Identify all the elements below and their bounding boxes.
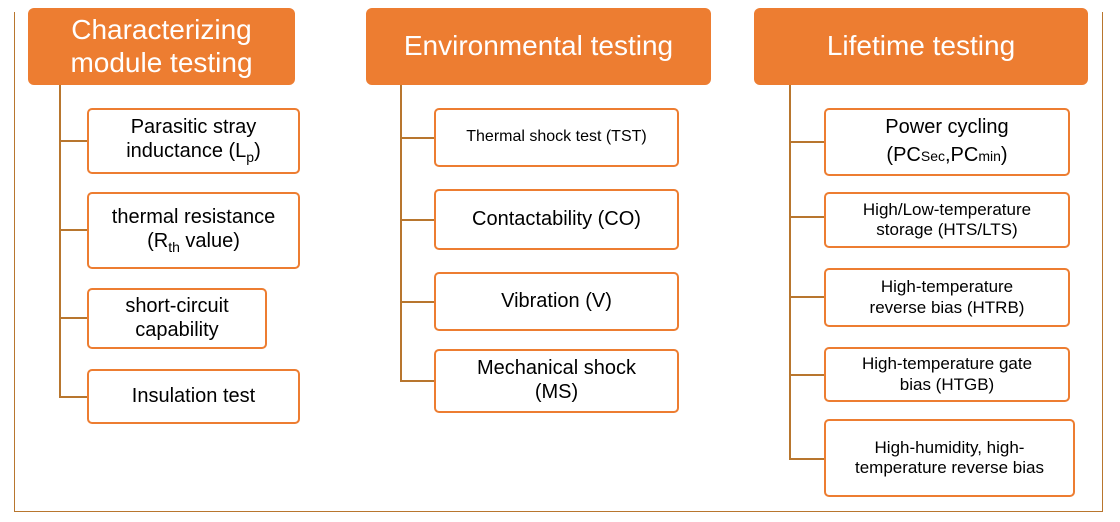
item-vibration: Vibration (V) [434,272,679,331]
connector-branch [400,137,434,139]
item-line: capability [135,318,219,341]
item-line: (Rth value) [147,229,240,255]
item-parasitic-stray-inductance: Parasitic stray inductance (Lp) [87,108,300,174]
item-line: High-temperature [880,277,1014,297]
item-line: inductance (Lp) [126,140,261,166]
connector-branch [59,229,87,231]
header-line: module testing [70,46,253,78]
item-line: thermal resistance [111,205,276,228]
item-line: High-temperature gate [861,354,1033,374]
item-line: storage (HTS/LTS) [876,220,1018,239]
item-line: (MS) [534,381,579,403]
item-line: bias (HTGB) [899,374,995,394]
header-line: Characterizing [71,14,252,46]
item-line: Insulation test [131,384,256,407]
connector-branch [400,219,434,221]
item-htrb: High-temperature reverse bias (HTRB) [824,268,1070,327]
item-line: Thermal shock test (TST) [466,128,647,146]
header-line: Environmental testing [403,30,674,62]
connector-trunk [400,85,402,382]
header-characterizing-module-testing: Characterizing module testing [28,8,295,85]
item-line: High-humidity, high- [874,437,1025,457]
item-line: Contactability (CO) [472,207,641,230]
item-short-circuit-capability: short-circuit capability [87,288,267,349]
item-line: Parasitic stray [130,116,257,139]
item-high-humidity-reverse-bias: High-humidity, high- temperature reverse… [824,419,1075,497]
connector-branch [789,458,824,460]
connector-branch [59,140,87,142]
connector-branch [789,141,824,143]
connector-branch [59,317,87,319]
diagram-frame [14,12,1103,512]
item-line: reverse bias (HTRB) [869,297,1025,317]
item-line: short-circuit [125,294,229,317]
connector-branch [400,301,434,303]
item-thermal-shock-test: Thermal shock test (TST) [434,108,679,167]
connector-trunk [789,85,791,460]
item-line: (PCSec,PCmin) [886,144,1008,166]
item-line: High/Low-temperature [862,199,1032,219]
item-power-cycling: Power cycling (PCSec,PCmin) [824,108,1070,176]
connector-branch [789,374,824,376]
item-line: Power cycling [885,116,1009,139]
item-high-low-temperature-storage: High/Low-temperature storage (HTS/LTS) [824,192,1070,248]
item-htgb: High-temperature gate bias (HTGB) [824,347,1070,402]
item-mechanical-shock: Mechanical shock (MS) [434,349,679,413]
connector-trunk [59,85,61,398]
connector-branch [59,396,87,398]
connector-branch [789,296,824,298]
item-insulation-test: Insulation test [87,369,300,424]
item-line: temperature reverse bias [855,458,1044,477]
header-line: Lifetime testing [826,30,1016,62]
header-environmental-testing: Environmental testing [366,8,711,85]
header-lifetime-testing: Lifetime testing [754,8,1088,85]
connector-branch [400,380,434,382]
item-line: Mechanical shock [477,357,636,380]
connector-branch [789,216,824,218]
item-line: Vibration (V) [501,289,612,312]
item-contactability: Contactability (CO) [434,189,679,250]
item-thermal-resistance: thermal resistance (Rth value) [87,192,300,269]
